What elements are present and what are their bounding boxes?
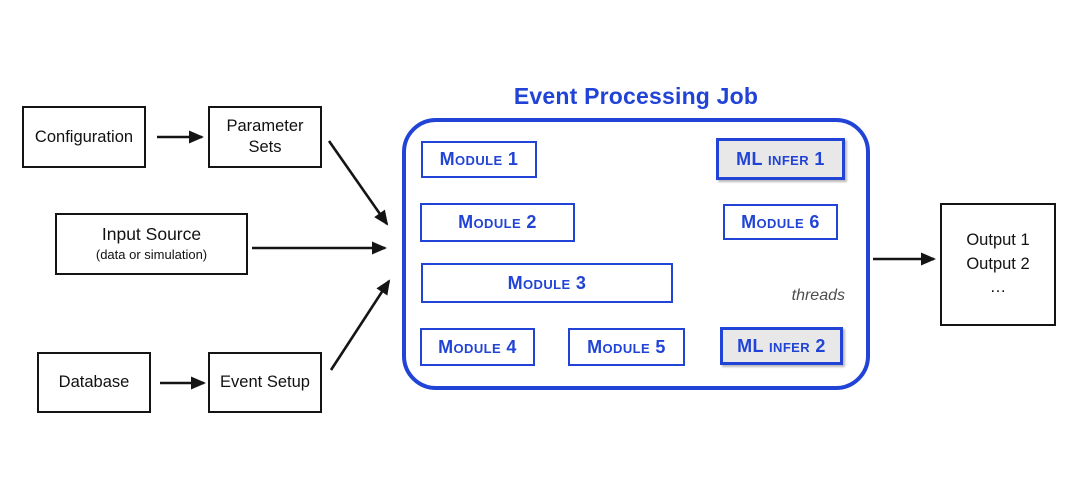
module-6-box: Module 6 [723,204,838,240]
module-3-box: Module 3 [421,263,673,303]
output-1-label: Output 1 [966,230,1030,249]
threads-label: threads [791,287,845,304]
module-4-label: Module 4 [438,336,517,357]
module-5-box: Module 5 [568,328,685,366]
output-box: Output 1 Output 2 … [940,203,1056,326]
parameter-sets-label: Parameter Sets [226,117,304,156]
job-title: Event Processing Job [513,83,759,109]
ml-infer-2-label: ML infer 2 [737,335,826,356]
external-flow-arrows [157,130,936,390]
input-source-subtitle: (data or simulation) [95,247,208,263]
output-2-label: Output 2 [966,254,1030,273]
module-4-box: Module 4 [420,328,535,366]
database-label: Database [58,373,130,392]
ml-infer-2-box: ML infer 2 [720,327,843,365]
input-source-label: Input Source [101,224,202,245]
module-5-label: Module 5 [587,336,666,357]
module-2-box: Module 2 [420,203,575,242]
configuration-label: Configuration [34,127,134,146]
ml-infer-1-label: ML infer 1 [736,148,825,169]
database-box: Database [37,352,151,413]
event-setup-label: Event Setup [220,373,310,392]
module-1-label: Module 1 [439,149,519,169]
ml-infer-1-box: ML infer 1 [716,138,845,180]
event-setup-box: Event Setup [208,352,322,413]
configuration-box: Configuration [22,106,146,168]
module-6-label: Module 6 [741,211,820,232]
module-3-label: Module 3 [507,272,587,293]
output-ellipsis: … [989,278,1007,297]
module-1-box: Module 1 [421,141,537,178]
input-source-box: Input Source (data or simulation) [55,213,248,275]
parameter-sets-box: Parameter Sets [208,106,322,168]
module-2-label: Module 2 [458,212,537,232]
